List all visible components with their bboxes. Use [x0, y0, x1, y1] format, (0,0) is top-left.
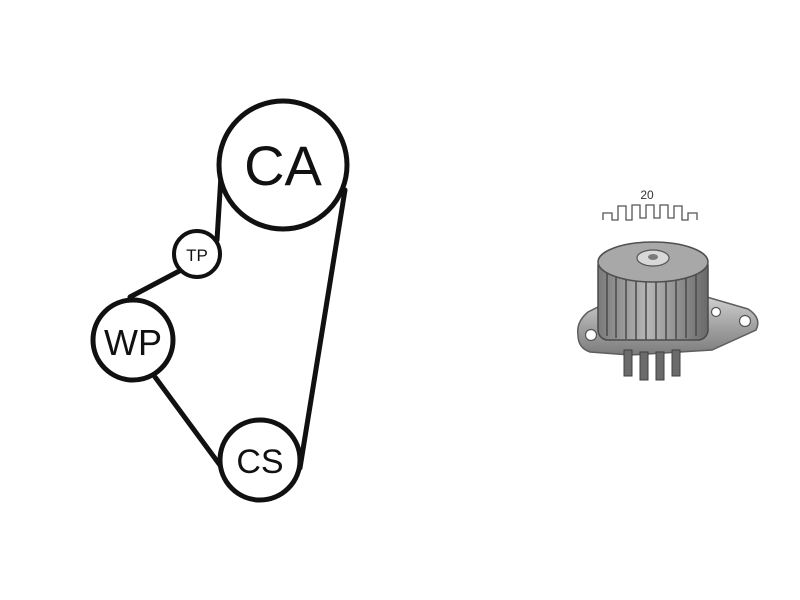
tensioner-pulley	[172, 229, 222, 279]
camshaft-label: CA	[244, 134, 322, 197]
gear-hub-center	[648, 254, 658, 260]
tooth-count-value: 20	[640, 188, 654, 202]
timing-belt-diagram	[90, 98, 350, 503]
belt-segment-wp-cs	[152, 374, 231, 479]
belt-segment-ca-cs	[297, 187, 348, 471]
pump-impeller	[623, 349, 681, 381]
belt-segment-tp-wp	[127, 265, 188, 300]
bolt-hole-center	[710, 306, 722, 318]
water-pump-label: WP	[104, 322, 162, 363]
pump-gear	[597, 241, 709, 341]
water-pump-pulley	[90, 297, 176, 383]
bolt-hole-right	[738, 314, 752, 328]
tooth-count-callout: 20	[602, 188, 698, 221]
tooth-profile-icon	[602, 204, 698, 221]
bolt-hole-left	[584, 328, 598, 342]
crankshaft-pulley	[217, 417, 303, 503]
tensioner-label: TP	[186, 246, 208, 265]
water-pump-illustration: 20	[576, 188, 759, 381]
camshaft-pulley	[216, 98, 350, 232]
crankshaft-label: CS	[236, 443, 283, 481]
